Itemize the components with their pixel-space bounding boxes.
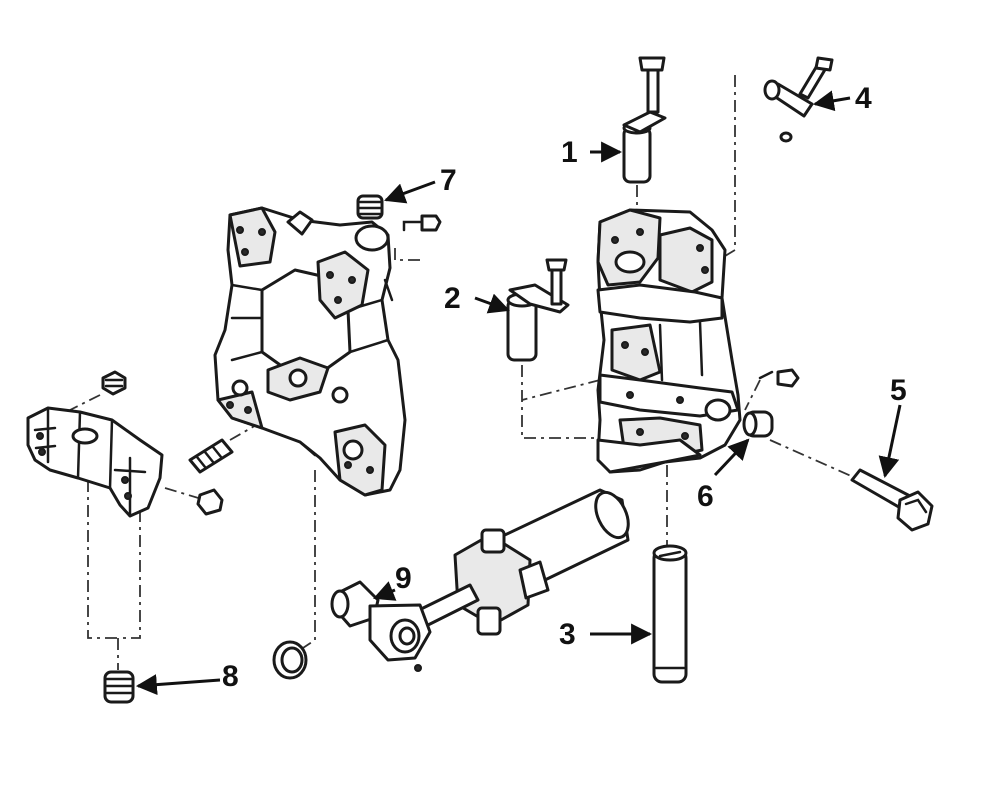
grease-fitting-top: [356, 194, 384, 220]
bushing: [742, 410, 774, 438]
callout-7: 7: [440, 164, 457, 197]
small-plug-right: [758, 368, 800, 388]
end-cap: [272, 640, 308, 680]
nut-small-left: [101, 370, 127, 396]
callout-1: 1: [561, 136, 578, 169]
hex-bolt: [850, 468, 934, 532]
long-pin-bottom: [652, 544, 688, 684]
hydraulic-cylinder: [330, 488, 630, 672]
pivot-pin-middle: [506, 258, 570, 362]
nut-left-lower: [196, 488, 224, 516]
callout-6: 6: [697, 480, 714, 513]
grease-fitting-bottom: [103, 670, 135, 704]
callout-3: 3: [559, 618, 576, 651]
right-housing: [596, 208, 742, 474]
callout-arrows: [135, 90, 902, 696]
callout-labels: 1 2 3 4 5 6 7 8 9: [222, 82, 907, 693]
callout-2: 2: [444, 282, 461, 315]
callout-9: 9: [395, 562, 412, 595]
callout-8: 8: [222, 660, 239, 693]
main-frame: [213, 206, 407, 497]
callout-4: 4: [855, 82, 872, 115]
small-pin-with-bolt: [763, 56, 834, 143]
small-plug-top: [402, 214, 442, 232]
pivot-pin-top: [622, 56, 667, 184]
callout-5: 5: [890, 374, 907, 407]
mounting-bracket-left: [26, 406, 164, 518]
stud-left: [188, 438, 234, 474]
